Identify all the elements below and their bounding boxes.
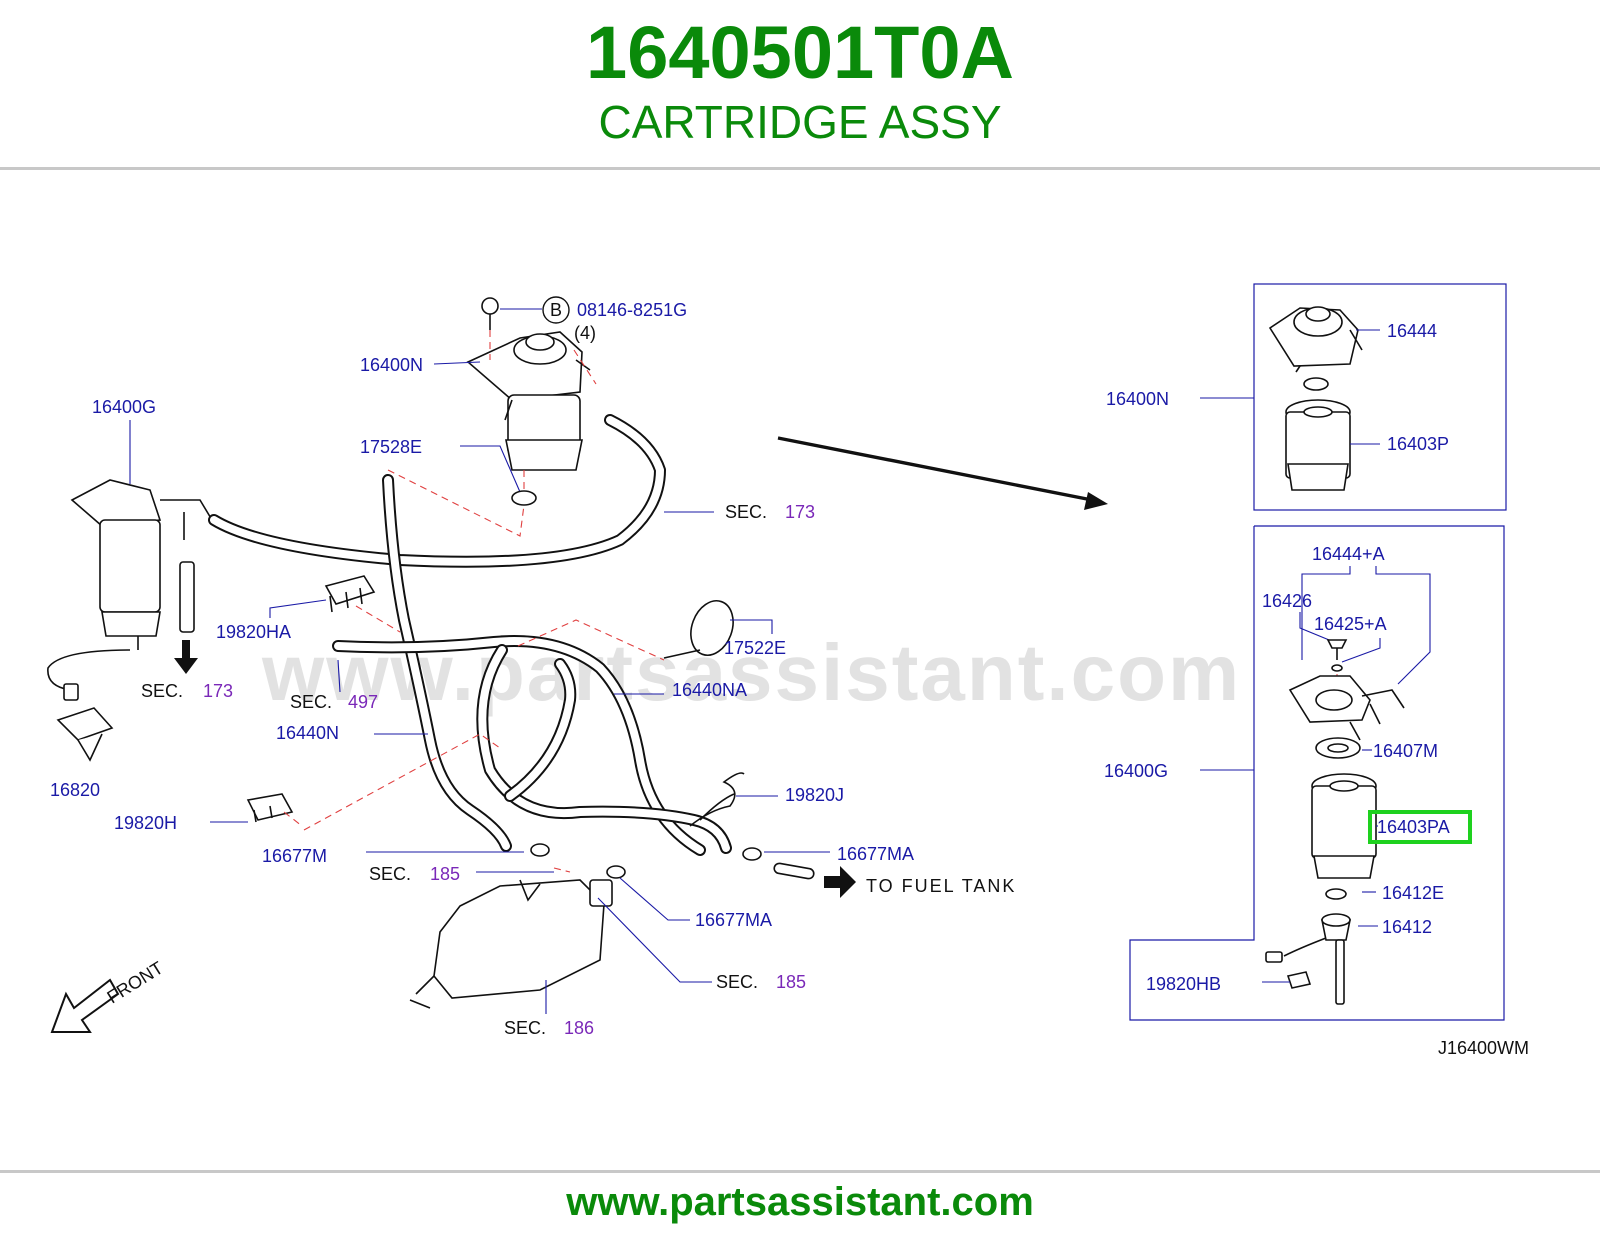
arrow-right-icon <box>824 866 856 898</box>
label-17528e: 17528E <box>360 437 422 457</box>
label-16440na: 16440NA <box>672 680 747 700</box>
inset-bottom-label-16412: 16412 <box>1382 917 1432 937</box>
o-ring-seal <box>1303 377 1329 391</box>
label-16677ma-upper: 16677MA <box>837 844 914 864</box>
label-16820: 16820 <box>50 780 100 800</box>
hose-clamp-16677ma-lower <box>606 865 626 879</box>
fuel-tank-hose-stub <box>773 862 815 880</box>
header-divider <box>0 167 1600 170</box>
label-16677m: 16677M <box>262 846 327 866</box>
connector-19820hb <box>1286 971 1312 989</box>
inset-top-label-16403p: 16403P <box>1387 434 1449 454</box>
washer-16425a <box>1331 664 1343 672</box>
sec-label-173-right: SEC. <box>725 502 767 522</box>
sec-number-185-top: 185 <box>430 864 460 884</box>
filter-element-16403p <box>1285 399 1351 491</box>
connector-16820 <box>56 683 114 762</box>
part-name-subtitle: CARTRIDGE ASSY <box>598 96 1002 148</box>
screw-16426 <box>1326 639 1348 660</box>
o-ring-16412e <box>1325 888 1347 900</box>
inset-bottom-label-16426: 16426 <box>1262 591 1312 611</box>
sec-number-173-left: 173 <box>203 681 233 701</box>
inset-bottom-label-16412e: 16412E <box>1382 883 1444 903</box>
inset-bottom-label-16403pa: 16403PA <box>1377 817 1450 837</box>
inset-bottom-label-16425a: 16425+A <box>1314 614 1387 634</box>
label-08146-8251g: 08146-8251G <box>577 300 687 320</box>
drain-plug-16412 <box>1265 913 1351 1005</box>
page-header: 1640501T0A CARTRIDGE ASSY <box>0 0 1600 168</box>
highlight-box-16403pa <box>1368 810 1472 844</box>
label-17522e: 17522E <box>724 638 786 658</box>
label-19820ha: 19820HA <box>216 622 291 642</box>
hose-clamp-16677ma-upper <box>742 847 762 861</box>
inset-top-label-16444: 16444 <box>1387 321 1437 341</box>
filter-head-16444a <box>1288 675 1405 741</box>
fuel-pump-unit <box>409 879 613 1009</box>
sec-label-173-left: SEC. <box>141 681 183 701</box>
hose-clamp-17528e <box>511 490 537 506</box>
footer-divider <box>0 1170 1600 1173</box>
sec-number-173-right: 173 <box>785 502 815 522</box>
label-to-fuel-tank: TO FUEL TANK <box>866 876 1016 896</box>
filter-element-16403pa <box>1311 773 1377 879</box>
label-19820h: 19820H <box>114 813 177 833</box>
inset-top-box <box>1253 283 1507 511</box>
arrow-to-inset-icon <box>1084 492 1108 510</box>
diagram-code: J16400WM <box>1438 1038 1529 1058</box>
label-16400n: 16400N <box>360 355 423 375</box>
sec-label-497: SEC. <box>290 692 332 712</box>
inset-bottom-label-19820hb: 19820HB <box>1146 974 1221 994</box>
inset-bottom-label-16407m: 16407M <box>1373 741 1438 761</box>
inset-bottom-label-16400g: 16400G <box>1104 761 1168 781</box>
front-arrow-icon <box>50 978 120 1033</box>
footer-website-link[interactable]: www.partsassistant.com <box>566 1180 1034 1224</box>
bolt-icon <box>481 297 499 330</box>
label-bolt-qty: (4) <box>574 323 596 343</box>
harness-19820j <box>689 772 745 827</box>
gasket-16407m <box>1315 737 1361 759</box>
cable-tie-17522e <box>663 600 734 659</box>
sec-label-185-top: SEC. <box>369 864 411 884</box>
sec-label-185-bottom: SEC. <box>716 972 758 992</box>
bolt-callout-letter: B <box>550 300 562 320</box>
sec-number-497: 497 <box>348 692 378 712</box>
arrow-down-icon <box>174 640 198 674</box>
hose-segment-filter-outlet <box>179 561 195 633</box>
label-front: FRONT <box>104 958 167 1008</box>
sec-label-186: SEC. <box>504 1018 546 1038</box>
label-16440n: 16440N <box>276 723 339 743</box>
filter-head-16444 <box>1268 306 1363 373</box>
inset-bottom-label-16444a: 16444+A <box>1312 544 1385 564</box>
bolt-callout-circle <box>542 296 570 324</box>
sec-number-185-bottom: 185 <box>776 972 806 992</box>
inset-top-label-16400n: 16400N <box>1106 389 1169 409</box>
clip-19820h <box>246 793 294 823</box>
clip-19820ha <box>324 575 376 613</box>
inset-bottom-box <box>1129 525 1505 1021</box>
filter-assembly-16400g <box>70 479 213 650</box>
label-16400g: 16400G <box>92 397 156 417</box>
label-16677ma-lower: 16677MA <box>695 910 772 930</box>
sec-number-186: 186 <box>564 1018 594 1038</box>
hose-clamp-16677m <box>530 843 550 857</box>
part-number-title: 1640501T0A <box>586 11 1014 94</box>
filter-assembly-16400n <box>466 331 591 471</box>
label-19820j: 19820J <box>785 785 844 805</box>
